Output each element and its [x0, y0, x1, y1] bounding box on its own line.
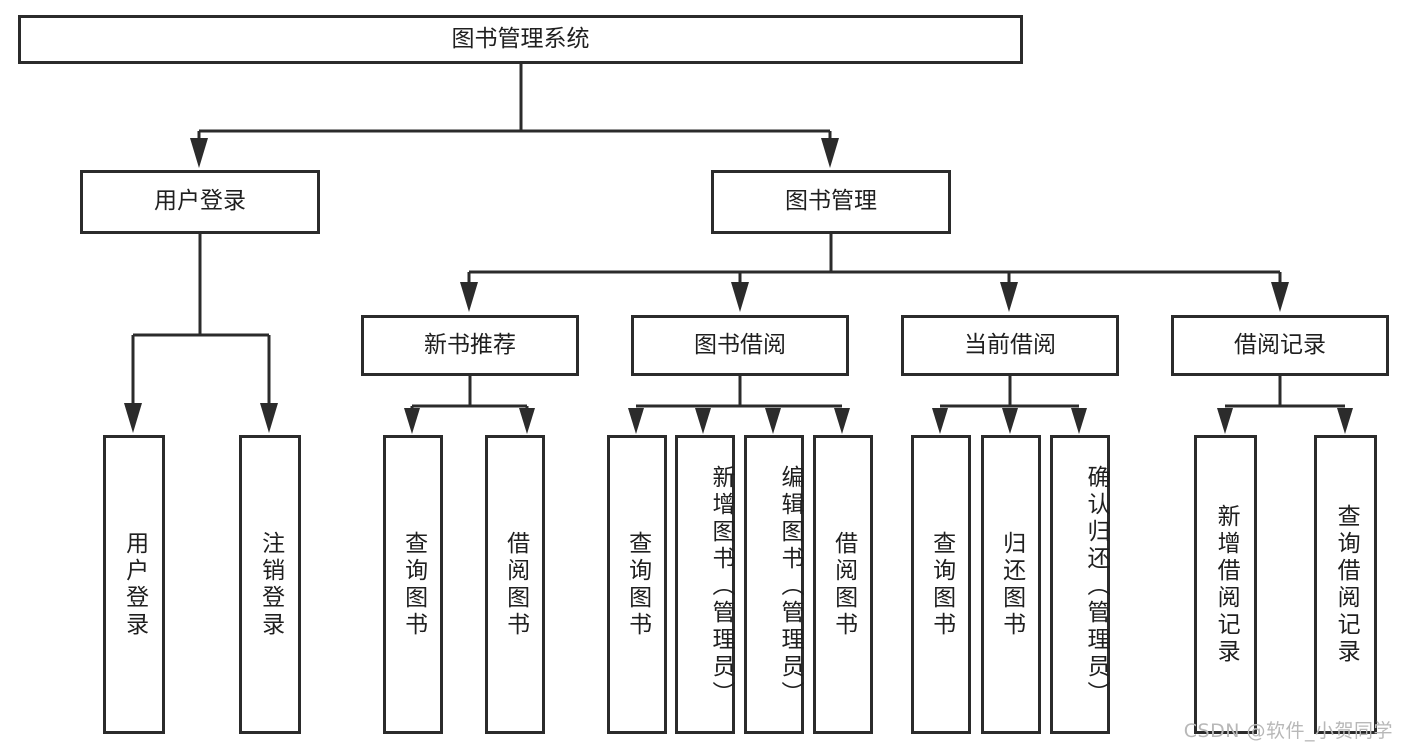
node-box-leaf-user-login[interactable]: [103, 435, 165, 734]
node-box-leaf-edit-book[interactable]: [744, 435, 804, 734]
label-current-borrow: 当前借阅: [964, 331, 1056, 358]
label-leaf-edit-book: 编辑图书（管理员）: [777, 465, 803, 708]
arrow-head-book-management: [821, 138, 839, 168]
label-leaf-query-book-3: 查询图书: [928, 530, 955, 639]
node-box-leaf-borrow-book-2[interactable]: [813, 435, 873, 734]
arrow-head-leaf-edit-book: [765, 408, 781, 434]
node-box-leaf-borrow-book-1[interactable]: [485, 435, 545, 734]
label-root: 图书管理系统: [451, 25, 590, 52]
label-leaf-logout-login: 注销登录: [257, 530, 284, 639]
node-box-user-login[interactable]: [80, 170, 320, 234]
label-leaf-query-book-1: 查询图书: [400, 530, 427, 639]
node-box-leaf-logout-login[interactable]: [239, 435, 301, 734]
arrow-head-leaf-query-book-2: [628, 408, 644, 434]
label-leaf-add-book: 新增图书（管理员）: [708, 465, 734, 708]
arrow-head-leaf-add-book: [695, 408, 711, 434]
label-leaf-add-record: 新增借阅记录: [1213, 503, 1240, 666]
label-book-borrow: 图书借阅: [694, 331, 786, 358]
label-leaf-user-login: 用户登录: [121, 530, 148, 639]
node-box-root[interactable]: [18, 15, 1023, 64]
arrow-head-leaf-confirm-return: [1071, 408, 1087, 434]
arrow-head-leaf-query-book-1: [404, 408, 420, 434]
node-box-leaf-query-book-3[interactable]: [911, 435, 971, 734]
node-box-book-management[interactable]: [711, 170, 951, 234]
label-borrow-record: 借阅记录: [1234, 331, 1326, 358]
node-box-new-book-recommend[interactable]: [361, 315, 579, 376]
label-leaf-query-book-2: 查询图书: [624, 530, 651, 639]
node-box-leaf-query-book-1[interactable]: [383, 435, 443, 734]
label-leaf-return-book: 归还图书: [998, 530, 1025, 639]
watermark-text: CSDN @软件_小贺同学: [1183, 720, 1393, 742]
arrow-head-new-book-recommend: [460, 282, 478, 312]
label-leaf-borrow-book-2: 借阅图书: [830, 530, 857, 639]
arrow-head-leaf-query-record: [1337, 408, 1353, 434]
node-box-leaf-add-record[interactable]: [1194, 435, 1257, 734]
arrow-head-user-login: [190, 138, 208, 168]
label-leaf-query-record: 查询借阅记录: [1333, 503, 1360, 666]
node-box-leaf-query-record[interactable]: [1314, 435, 1377, 734]
arrow-head-leaf-query-book-3: [932, 408, 948, 434]
arrow-head-leaf-borrow-book-2: [834, 408, 850, 434]
arrow-head-borrow-record: [1271, 282, 1289, 312]
node-box-leaf-return-book[interactable]: [981, 435, 1041, 734]
label-leaf-borrow-book-1: 借阅图书: [502, 530, 529, 639]
label-new-book-recommend: 新书推荐: [424, 331, 516, 358]
label-book-management: 图书管理: [785, 188, 877, 215]
arrow-head-leaf-logout-login: [260, 403, 278, 433]
arrow-head-book-borrow: [731, 282, 749, 312]
arrow-head-leaf-add-record: [1217, 408, 1233, 434]
node-box-leaf-add-book[interactable]: [675, 435, 735, 734]
node-box-current-borrow[interactable]: [901, 315, 1119, 376]
node-box-leaf-confirm-return[interactable]: [1050, 435, 1110, 734]
arrow-head-current-borrow: [1000, 282, 1018, 312]
label-user-login: 用户登录: [154, 188, 246, 215]
label-leaf-confirm-return: 确认归还（管理员）: [1083, 465, 1109, 708]
arrow-head-leaf-borrow-book-1: [519, 408, 535, 434]
arrow-head-leaf-return-book: [1002, 408, 1018, 434]
node-box-book-borrow[interactable]: [631, 315, 849, 376]
node-box-leaf-query-book-2[interactable]: [607, 435, 667, 734]
arrow-head-leaf-user-login: [124, 403, 142, 433]
